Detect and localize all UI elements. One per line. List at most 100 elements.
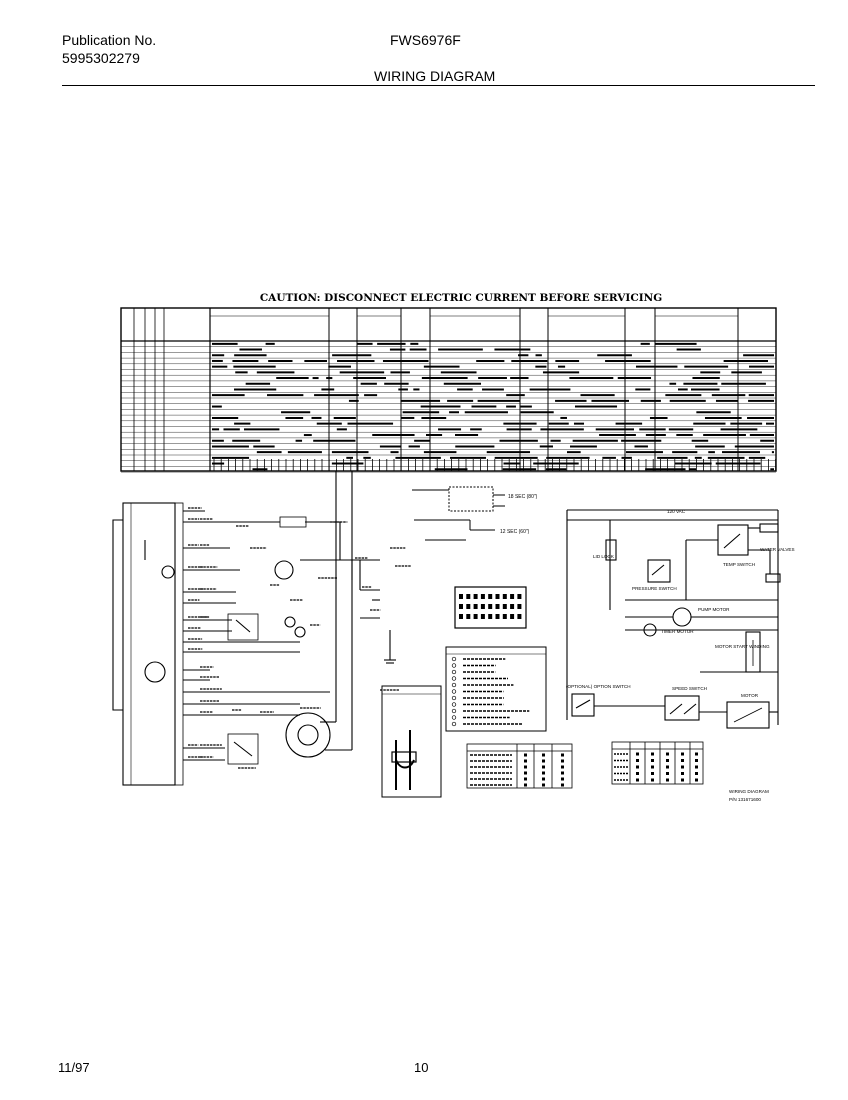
- pressure-switch-label: PRESSURE SWITCH: [632, 586, 677, 591]
- plug-terminal: [502, 604, 507, 609]
- symbol-legend: [445, 646, 547, 732]
- plug-terminal: [480, 594, 485, 599]
- speed-switch-label: SPEED SWITCH: [672, 686, 707, 691]
- plug-terminal: [510, 594, 515, 599]
- speed-table-rows: [614, 752, 698, 782]
- legend-symbol: [451, 702, 457, 707]
- part-number-label: P/N 131671600: [729, 797, 761, 802]
- plug-terminals: [459, 594, 522, 619]
- plug-terminal: [480, 604, 485, 609]
- plug-terminal: [466, 604, 471, 609]
- plug-terminal: [466, 594, 471, 599]
- speed-mark: [681, 752, 684, 756]
- plug-terminal: [459, 614, 463, 619]
- cycle-mark: [561, 765, 564, 769]
- plug-terminal: [495, 614, 500, 619]
- caution-text: CAUTION: DISCONNECT ELECTRIC CURRENT BEF…: [260, 292, 662, 304]
- timer-plug-grid: [454, 586, 527, 629]
- legend-symbol: [451, 708, 457, 714]
- sec-label-1: 18 SEC (80"): [508, 494, 538, 500]
- timer-motor-label: TIMER MOTOR: [661, 629, 694, 634]
- speed-mark: [666, 752, 669, 756]
- speed-mark: [695, 752, 698, 756]
- legend-symbol: [451, 663, 457, 668]
- legend-symbol: [451, 656, 457, 662]
- speed-mark: [651, 759, 654, 762]
- plug-terminal: [459, 604, 463, 609]
- legend-symbol: [451, 695, 457, 701]
- cycle-mark: [561, 753, 564, 757]
- ladder-schematic: [566, 509, 781, 729]
- legend-symbol: [451, 676, 457, 681]
- cycle-mark: [561, 759, 564, 763]
- speed-mark: [681, 772, 684, 775]
- speed-mark: [681, 765, 684, 769]
- speed-mark: [636, 759, 639, 762]
- speed-mark: [651, 765, 654, 769]
- legend-rows: [451, 656, 530, 727]
- schematic-labels: [188, 507, 411, 769]
- water-valves-label: WATER VALVES: [760, 547, 795, 552]
- header-rule: [62, 85, 815, 86]
- plug-detail: [381, 685, 442, 798]
- timer-connector: [412, 486, 505, 541]
- motor-label: MOTOR: [741, 693, 759, 698]
- speed-mark: [666, 772, 669, 775]
- speed-mark: [666, 759, 669, 762]
- legend-symbol: [451, 715, 457, 720]
- cycle-mark: [561, 777, 564, 781]
- cycle-mark: [524, 777, 527, 781]
- footer-date: 11/97: [58, 1060, 90, 1075]
- speed-mark: [695, 772, 698, 775]
- cycle-mark: [524, 753, 527, 757]
- speed-mark: [636, 778, 639, 782]
- speed-mark: [695, 759, 698, 762]
- plug-terminal: [459, 594, 463, 599]
- plug-terminal: [473, 604, 478, 609]
- section-title: WIRING DIAGRAM: [374, 68, 496, 84]
- cycle-mark: [542, 777, 545, 781]
- cycle-mark: [542, 753, 545, 757]
- plug-terminal: [517, 614, 522, 619]
- speed-mark: [651, 752, 654, 756]
- speed-mark: [681, 778, 684, 782]
- plug-terminal: [510, 614, 515, 619]
- cycle-table: [466, 743, 573, 789]
- temp-switch-label: TEMP SWITCH: [723, 562, 755, 567]
- motor-start-label: MOTOR START WINDING: [715, 644, 770, 649]
- legend-symbol: [451, 682, 457, 688]
- plug-terminal: [488, 614, 493, 619]
- speed-mark: [666, 765, 669, 769]
- plug-terminal: [473, 594, 478, 599]
- legend-symbol: [451, 669, 457, 675]
- timer-chart-rows: [121, 340, 776, 473]
- option-switch-label: (OPTIONAL) OPTION SWITCH: [566, 684, 631, 689]
- page-number: 10: [414, 1060, 429, 1075]
- legend-symbol: [451, 721, 457, 727]
- speed-table: [611, 741, 704, 785]
- timer-chart-ticks: [213, 459, 776, 471]
- plug-terminal: [510, 604, 515, 609]
- speed-mark: [695, 778, 698, 782]
- model-number: FWS6976F: [390, 32, 461, 48]
- legend-symbol: [451, 689, 457, 694]
- plug-terminal: [495, 604, 500, 609]
- plug-terminal: [488, 604, 493, 609]
- speed-mark: [636, 765, 639, 769]
- cycle-mark: [524, 783, 527, 787]
- speed-mark: [651, 778, 654, 782]
- cycle-table-rows: [470, 753, 564, 787]
- plug-terminal: [517, 594, 522, 599]
- plug-terminal: [473, 614, 478, 619]
- lid-lock-label: LID LOCK: [593, 554, 615, 559]
- speed-mark: [651, 772, 654, 775]
- plug-terminal: [517, 604, 522, 609]
- cycle-mark: [542, 771, 545, 775]
- publication-label: Publication No.: [62, 32, 157, 48]
- schematic-wiring: [112, 471, 396, 786]
- speed-mark: [636, 772, 639, 775]
- plug-terminal: [495, 594, 500, 599]
- speed-mark: [695, 765, 698, 769]
- plug-terminal: [502, 594, 507, 599]
